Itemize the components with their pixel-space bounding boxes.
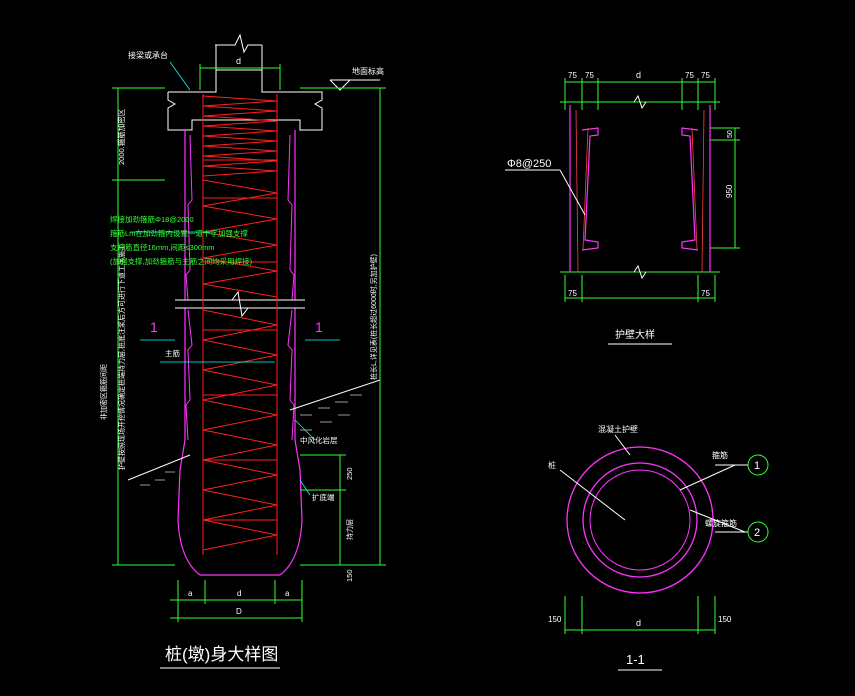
leader-lines — [130, 61, 340, 496]
retaining-wall-detail: Φ8@250 75 75 d 75 75 75 75 50 950 护壁大样 — [505, 70, 740, 345]
ground-line-left — [127, 454, 191, 481]
dim-50: 50 — [727, 130, 734, 138]
label-bell-top: 扩底端 — [312, 492, 335, 502]
main-title: 桩(墩)身大样图 — [165, 645, 278, 664]
outer-wall-circle — [566, 446, 714, 594]
leader-spiral — [689, 509, 746, 533]
dim-75-e: 75 — [568, 289, 577, 298]
dim-a-left: a — [188, 589, 193, 598]
inner-wall-circle — [582, 462, 698, 578]
dim-950: 950 — [725, 184, 734, 198]
stirrup-note-0: 焊接加劲箍筋Φ18@2000 — [110, 214, 194, 224]
mid-break-zig — [231, 290, 249, 318]
stirrup-upper — [202, 179, 278, 298]
dim-a-right: a — [285, 589, 290, 598]
dim-75-a: 75 — [568, 71, 577, 80]
leader-wall — [614, 434, 631, 456]
stirrup-lower — [202, 309, 278, 551]
wall-rebar — [575, 109, 705, 273]
dim-D: D — [236, 607, 242, 616]
section-mark-left: 1 — [150, 319, 158, 335]
label-right-long: 桩长L,详见表(桩长超过6000时,另加护壁) — [369, 254, 378, 380]
dim-75-d: 75 — [701, 71, 710, 80]
wall-title: 护壁大样 — [615, 328, 655, 341]
stirrup-note-1: 箍筋Lm在加劲箍内设置一道十字加强支撑 — [110, 228, 248, 238]
dim-d-bottom: d — [237, 589, 241, 598]
wall-concrete — [569, 105, 711, 272]
section-dim-150-right: 150 — [718, 615, 732, 624]
ground-line-right — [289, 379, 381, 411]
wall-dim-d: d — [636, 70, 641, 80]
callout-2: 2 — [754, 527, 760, 539]
section-dim-d: d — [636, 618, 641, 628]
dim-250: 250 — [345, 467, 354, 480]
stirrup-circle — [589, 469, 691, 571]
label-left-long2: 护壁按照现场开挖情况确定桩端持力层,桩底注浆后方可进行下道工序施工 — [117, 244, 126, 470]
pile-elevation-view: 接梁或承台 地面标高 d 2000.箍筋加密区 非加密区箍筋间距 护壁按照现场开… — [99, 33, 386, 669]
dim-75-c: 75 — [685, 71, 694, 80]
rebar-note: Φ8@250 — [507, 158, 551, 170]
label-spiral: 螺旋箍筋 — [705, 518, 737, 528]
stirrup-note-3: (加强支撑,加劲箍筋与主筋之间均采用焊接) — [110, 256, 253, 266]
label-stirrup: 箍筋 — [712, 450, 728, 460]
dim-75-b: 75 — [585, 71, 594, 80]
dim-75-f: 75 — [701, 289, 710, 298]
rebar-cage — [202, 94, 278, 555]
section-dim-lines — [564, 596, 716, 634]
dimension-lines — [112, 64, 386, 622]
label-bearing: 中风化岩层 — [300, 435, 338, 445]
label-ground: 地面标高 — [352, 66, 384, 76]
wall-segment-right-low — [287, 309, 295, 441]
label-bell-side: 持力层 — [345, 519, 354, 540]
label-left-long: 非加密区箍筋间距 — [99, 364, 108, 420]
label-pile: 桩 — [548, 460, 556, 470]
stirrup-note-2: 支撑筋直径16mm,间距≤300mm — [110, 242, 215, 252]
leader-pile — [559, 469, 626, 521]
wall-break-bottom — [633, 264, 647, 280]
wall-segment-left-low — [185, 309, 193, 441]
label-left-top: 2000.箍筋加密区 — [116, 108, 126, 165]
section-title: 1-1 — [626, 652, 645, 667]
label-wall: 混凝土护壁 — [598, 424, 638, 434]
label-main-bar: 主筋 — [165, 348, 180, 358]
callout-2-circle — [747, 521, 769, 543]
rebar-note-leader-2 — [559, 169, 586, 216]
ground-hatch — [140, 394, 362, 486]
callout-1: 1 — [754, 460, 760, 472]
wall-segment-right — [287, 134, 295, 301]
top-break-line — [215, 33, 262, 54]
label-cap: 接梁或承台 — [128, 50, 168, 60]
callout-1-circle — [747, 454, 769, 476]
section-1-1-view: 1 2 混凝土护壁 桩 箍筋 螺旋箍筋 150 d 150 1-1 — [548, 424, 769, 671]
leader-stirrup — [679, 464, 736, 491]
dim-150-bell: 150 — [345, 569, 354, 582]
section-mark-right: 1 — [315, 319, 323, 335]
cap-outline — [167, 69, 323, 131]
dim-top-d: d — [236, 56, 241, 66]
stirrup-dense-top — [202, 95, 278, 177]
wall-break-top — [633, 94, 647, 110]
pile-wall-left — [177, 130, 303, 576]
section-dim-150-left: 150 — [548, 615, 562, 624]
wall-segment-left — [185, 134, 193, 301]
